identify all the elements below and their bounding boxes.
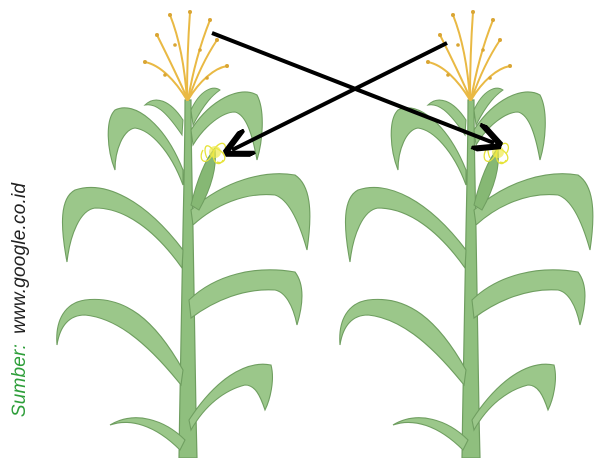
source-label: Sumber: (9, 344, 30, 417)
source-url: www.google.co.id (9, 183, 30, 334)
source-credit: Sumber: www.google.co.id (0, 0, 40, 458)
arrow-right-tassel-to-left-ear (232, 43, 447, 150)
corn-plant-left (57, 10, 310, 458)
